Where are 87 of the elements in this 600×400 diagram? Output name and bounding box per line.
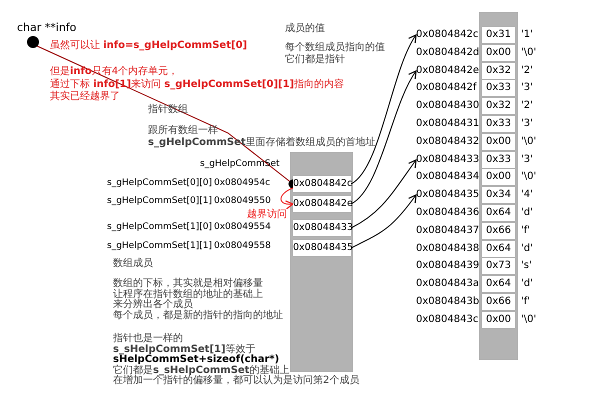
- pointer-cell: 0x08048433: [293, 220, 351, 236]
- element-label: s_gHelpCommSet[0][1]: [107, 196, 212, 207]
- memory-cell: 0x33: [482, 152, 515, 168]
- address-label: 0x0804842e: [416, 64, 479, 78]
- char-label: 'd': [521, 277, 533, 291]
- char-label: '2': [521, 64, 533, 78]
- address-label: 0x0804843c: [416, 313, 478, 327]
- char-label: 'f': [521, 224, 530, 238]
- pointer-cell: 0x0804842e: [293, 196, 351, 212]
- note-text: 在增加一个指针的偏移量，都可以认为是访问第2个成员: [113, 375, 360, 386]
- pointer-cell: 0x0804842c: [293, 176, 351, 192]
- pointer-dot: [27, 36, 39, 48]
- arrow: [350, 70, 417, 204]
- address-label: 0x08048432: [416, 135, 480, 149]
- element-label: s_gHelpCommSet[0][0]: [107, 178, 212, 189]
- memory-cell: 0x66: [482, 294, 515, 310]
- memory-cell: 0x00: [482, 312, 515, 328]
- note-text: s_sHelpCommSet[1]等效于: [113, 344, 256, 354]
- char-label: '1': [521, 28, 533, 42]
- arrow: [280, 188, 294, 209]
- char-label: '4': [521, 188, 533, 202]
- memory-cell: 0x31: [482, 27, 515, 43]
- char-label: '3': [521, 81, 533, 95]
- note-text: 其实已经越界了: [50, 91, 120, 102]
- memory-cell: 0x32: [482, 63, 515, 79]
- memory-cell: 0x66: [482, 223, 515, 239]
- memory-cell: 0x64: [482, 205, 515, 221]
- char-label: '\0': [521, 170, 536, 184]
- element-label: s_gHelpCommSet[1][0]: [107, 222, 212, 233]
- memory-cell: 0x00: [482, 169, 515, 185]
- memory-cell: 0x73: [482, 258, 515, 274]
- memory-cell: 0x64: [482, 276, 515, 292]
- char-label: 'd': [521, 242, 533, 256]
- address-label: 0x0804843b: [416, 295, 480, 309]
- address-label: 0x08048430: [416, 99, 480, 113]
- note-text: 数组的下标，其实就是相对偏移量: [113, 278, 263, 289]
- memory-cell: 0x00: [482, 45, 515, 61]
- memory-cell: 0x00: [482, 134, 515, 150]
- address-label: 0x08049550: [214, 196, 271, 207]
- memory-cell: 0x33: [482, 116, 515, 132]
- char-label: 'f': [521, 295, 530, 309]
- char-label: '3': [521, 117, 533, 131]
- char-label: 'd': [521, 206, 533, 220]
- memory-cell: 0x34: [482, 187, 515, 203]
- note-text: 来分辨出各个成员: [113, 299, 193, 310]
- address-label: 0x08048439: [416, 259, 480, 273]
- edge-label: 越界访问: [246, 209, 288, 220]
- address-label: 0x0804842c: [416, 28, 478, 42]
- char-label: '2': [521, 99, 533, 113]
- address-label: 0x08048438: [416, 242, 480, 256]
- note-text: 它们都是指针: [285, 54, 345, 65]
- section-heading: 数组成员: [113, 258, 153, 269]
- memory-cell: 0x64: [482, 241, 515, 257]
- arrow: [350, 34, 417, 184]
- char-label: '\0': [521, 46, 536, 60]
- pointer-cell: 0x08048435: [293, 240, 351, 256]
- address-label: 0x0804843a: [416, 277, 479, 291]
- note-text: 指针也是一样的: [113, 333, 183, 344]
- address-label: 0x0804842f: [416, 81, 476, 95]
- address-label: 0x08048434: [416, 170, 480, 184]
- char-label: '\0': [521, 135, 536, 149]
- arrow: [350, 159, 417, 228]
- char-label: '3': [521, 153, 533, 167]
- memory-cell: 0x32: [482, 98, 515, 114]
- address-label: 0x08048437: [416, 224, 480, 238]
- address-label: 0x0804842d: [416, 46, 480, 60]
- note-text: 它们都是s_sHelpCommSet的基础上: [113, 364, 290, 376]
- note-text: 每个数组成员指向的值: [285, 42, 385, 53]
- note-text: 让程序在指针数组的地址的基础上: [113, 288, 263, 300]
- note-text: 每个成员，都是新的指针的指向的地址: [113, 310, 283, 320]
- char-label: 's': [521, 259, 532, 273]
- address-label: 0x08048431: [416, 117, 480, 131]
- char-label: '\0': [521, 313, 536, 327]
- address-label: 0x08048435: [416, 188, 480, 202]
- address-label: 0x08048433: [416, 153, 480, 167]
- memory-cell: 0x33: [482, 80, 515, 96]
- address-label: 0x0804954c: [214, 178, 270, 189]
- element-label: s_gHelpCommSet[1][1]: [107, 241, 212, 252]
- arrow: [350, 194, 417, 248]
- note-text: 虽然可以让 info=s_gHelpCommSet[0]: [50, 40, 248, 51]
- address-label: 0x08049554: [214, 222, 271, 233]
- address-label: 0x08048436: [416, 206, 480, 220]
- note-text: 跟所有数组一样: [148, 125, 218, 136]
- variable-label: char **info: [17, 22, 76, 33]
- note-text: sHelpCommSet+sizeof(char*): [113, 354, 280, 365]
- section-heading: 成员的值: [285, 23, 325, 34]
- address-label: 0x08049558: [214, 241, 271, 252]
